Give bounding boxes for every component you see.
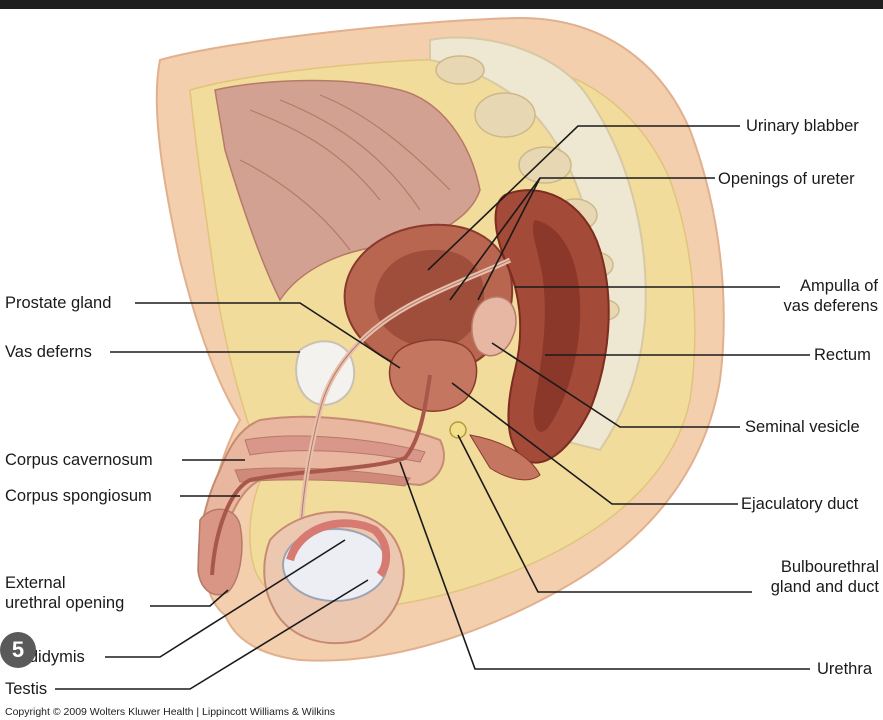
leader-bulbourethral [457,434,752,593]
label-bulbourethral-line1: Bulbourethral [780,558,879,576]
leader-external-urethral [150,589,229,607]
pubic-bone [295,340,356,407]
bulbourethral-gland [449,421,467,439]
epididymis [286,519,391,578]
label-bulbourethral: Bulbourethral gland and duct [740,557,879,597]
leader-urethra [399,461,810,670]
leader-seminal-vesicle [491,342,740,428]
leader-lines [55,125,810,690]
prostate [388,339,478,412]
label-rectum: Rectum [814,346,871,364]
corpus-cavernosum [244,435,426,463]
label-ejaculatory-duct: Ejaculatory duct [741,495,859,513]
vas-deferens-outline [299,259,511,561]
overlay-badge[interactable]: 5 [0,632,36,668]
urethra-tube [210,374,432,576]
seminal-vesicle [471,296,517,357]
label-ampulla: Ampulla of vas deferens [760,276,878,316]
leader-epididymis [105,539,346,658]
perineal-tissue [469,434,541,481]
label-bulbourethral-line2: gland and duct [770,578,879,597]
label-external-urethral: External urethral opening [5,573,124,613]
leader-prostate [135,302,401,369]
label-vas-deferns: Vas deferns [5,343,92,361]
label-seminal-vesicle: Seminal vesicle [745,418,860,436]
label-testis: Testis [5,680,48,698]
label-urethra: Urethra [817,660,873,678]
bladder-interior [374,249,485,349]
leader-openings-ureter-b [477,177,541,301]
label-prostate-gland: Prostate gland [5,294,112,312]
intestine-folds [239,94,451,251]
label-openings-ureter: Openings of ureter [718,170,855,188]
penis [197,415,445,586]
spine [429,36,647,452]
copyright-text: Copyright © 2009 Wolters Kluwer Health |… [5,706,336,718]
label-external-line1: External [5,574,66,592]
label-ampulla-line2: vas deferens [783,297,878,316]
label-urinary-bladder: Urinary blabber [746,117,859,135]
leader-urinary-bladder [427,125,740,271]
rectum-lumen [532,220,581,432]
leader-testis [55,579,369,690]
label-external-line2: urethral opening [5,594,125,613]
label-ampulla-line1: Ampulla of [800,277,878,295]
label-corpus-spongiosum: Corpus spongiosum [5,487,152,505]
top-bar [0,0,883,9]
label-corpus-cavernosum: Corpus cavernosum [5,451,153,469]
leader-ejaculatory-duct [451,382,738,505]
glans [197,508,243,596]
